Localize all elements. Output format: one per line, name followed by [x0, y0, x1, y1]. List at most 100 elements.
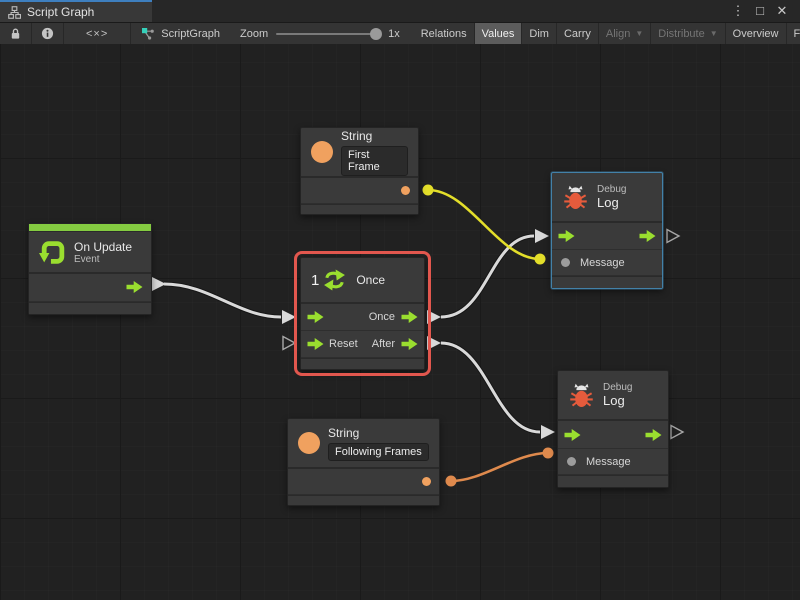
port-label: Message	[586, 455, 631, 468]
node-debug-log-top[interactable]: Debug Log Message	[551, 172, 663, 289]
message-input-port[interactable]	[561, 258, 570, 267]
zoom-slider[interactable]	[276, 27, 383, 40]
flow-input-port[interactable]	[564, 429, 581, 441]
wire-endpoint-dot	[445, 475, 457, 487]
wire-onupdate-to-once[interactable]	[163, 282, 282, 319]
port-triangle-once-out-top[interactable]	[427, 310, 441, 324]
graph-name-label: ScriptGraph	[161, 27, 220, 40]
flow-input-port[interactable]	[307, 311, 324, 323]
close-icon[interactable]: ✕	[776, 3, 788, 18]
once-count-badge: 1	[311, 271, 320, 289]
node-subtitle: Event	[74, 253, 100, 265]
info-icon	[41, 27, 54, 40]
wire-arrowhead	[541, 425, 555, 439]
toolbar-button-carry[interactable]: Carry	[557, 23, 599, 44]
node-header: On Update Event	[29, 232, 151, 274]
node-debug-log-bottom[interactable]: Debug Log Message	[557, 370, 669, 488]
wire-once-to-debug-bottom[interactable]	[440, 341, 541, 434]
zoom-slider-handle[interactable]	[370, 27, 383, 40]
flow-input-port[interactable]	[558, 230, 575, 242]
toolbar-button-relations[interactable]: Relations	[414, 23, 475, 44]
bug-icon	[570, 383, 593, 407]
port-label: Message	[580, 256, 625, 269]
wire-shadow	[440, 340, 541, 435]
tab-bar: Script Graph ⋮ □ ✕	[0, 0, 800, 23]
maximize-icon[interactable]: □	[756, 3, 764, 18]
node-footer	[29, 302, 151, 314]
toolbar-button-distribute: Distribute▼	[651, 23, 726, 44]
string-type-icon	[298, 432, 320, 454]
flow-output-port[interactable]	[645, 429, 662, 441]
string-value-field[interactable]: First Frame	[341, 145, 408, 176]
node-string-first[interactable]: String First Frame	[300, 127, 419, 215]
toolbar-button-overview[interactable]: Overview	[726, 23, 787, 44]
graph-canvas[interactable]: String First Frame	[0, 44, 800, 600]
node-title: Log	[603, 393, 625, 408]
port-triangle-debug-bottom-out[interactable]	[670, 424, 685, 440]
port-label: After	[371, 338, 395, 350]
tab-title: Script Graph	[27, 5, 95, 19]
wire-arrowhead	[282, 310, 296, 324]
port-label: Once	[368, 311, 395, 323]
port-triangle-debug-top-out[interactable]	[666, 228, 681, 244]
node-footer	[288, 495, 439, 505]
wire-string-first-to-message[interactable]	[427, 188, 541, 261]
dropdown-arrow-icon: ▼	[635, 29, 644, 38]
port-row-once: Once	[301, 304, 424, 331]
node-footer	[558, 475, 668, 487]
port-triangle-onupdate-out[interactable]	[152, 277, 166, 291]
lock-icon	[11, 28, 20, 39]
wire-string-following-to-message[interactable]	[450, 451, 549, 483]
window-menu-icon[interactable]: ⋮	[731, 3, 745, 18]
message-input-port[interactable]	[567, 457, 576, 466]
flow-output-port[interactable]	[126, 281, 143, 293]
wire-once-to-debug-top[interactable]	[440, 234, 535, 319]
node-title: Once	[356, 273, 386, 287]
flow-output-port-once[interactable]	[401, 311, 418, 323]
cycle-arrows-icon	[324, 269, 346, 291]
toolbar-button-dim[interactable]: Dim	[522, 23, 557, 44]
string-output-port[interactable]	[401, 186, 410, 195]
node-once[interactable]: 1 Once Once Reset After	[294, 251, 431, 376]
wire-shadow	[440, 233, 535, 320]
message-port-row: Message	[552, 250, 662, 276]
graph-toolbar: <×> ScriptGraph Zoom 1x Relations Values…	[0, 23, 800, 44]
wire-arrowhead	[535, 229, 549, 243]
flow-input-port-reset[interactable]	[307, 338, 324, 350]
graph-breadcrumb[interactable]: ScriptGraph	[131, 23, 230, 44]
lock-button[interactable]	[0, 23, 32, 44]
wire-shadow	[163, 281, 282, 320]
bug-icon	[564, 185, 587, 209]
node-header: Debug Log	[552, 173, 662, 223]
node-on-update[interactable]: On Update Event	[28, 223, 152, 315]
node-category: Debug	[603, 382, 633, 393]
wire-endpoint-dot	[534, 253, 546, 265]
string-value-field[interactable]: Following Frames	[328, 442, 429, 461]
info-button[interactable]	[32, 23, 64, 44]
node-footer	[552, 276, 662, 288]
string-output-port[interactable]	[422, 477, 431, 486]
string-type-icon	[311, 141, 333, 163]
node-header: 1 Once	[301, 258, 424, 304]
wire-endpoint-dot	[542, 447, 554, 459]
node-header: String Following Frames	[288, 419, 439, 469]
port-triangle-once-out-bottom[interactable]	[427, 336, 441, 350]
code-preview-button[interactable]: <×>	[64, 23, 132, 44]
port-triangle-once-reset-in[interactable]	[282, 335, 297, 351]
graph-hierarchy-icon	[8, 5, 21, 19]
event-accent-bar	[29, 224, 151, 232]
node-title: String	[341, 128, 373, 143]
flow-port-row	[558, 421, 668, 449]
port-label: Reset	[329, 338, 358, 350]
toolbar-button-values[interactable]: Values	[474, 23, 523, 44]
tab-script-graph[interactable]: Script Graph	[0, 0, 152, 22]
node-string-following[interactable]: String Following Frames	[287, 418, 440, 506]
node-title: Log	[597, 195, 619, 210]
flow-output-port-after[interactable]	[401, 338, 418, 350]
node-header: String First Frame	[301, 128, 418, 178]
flow-output-port[interactable]	[639, 230, 656, 242]
toolbar-button-fullscreen[interactable]: Full Screen	[793, 27, 800, 40]
toolbar-button-align: Align▼	[599, 23, 652, 44]
loop-icon	[39, 240, 65, 264]
message-port-row: Message	[558, 449, 668, 475]
